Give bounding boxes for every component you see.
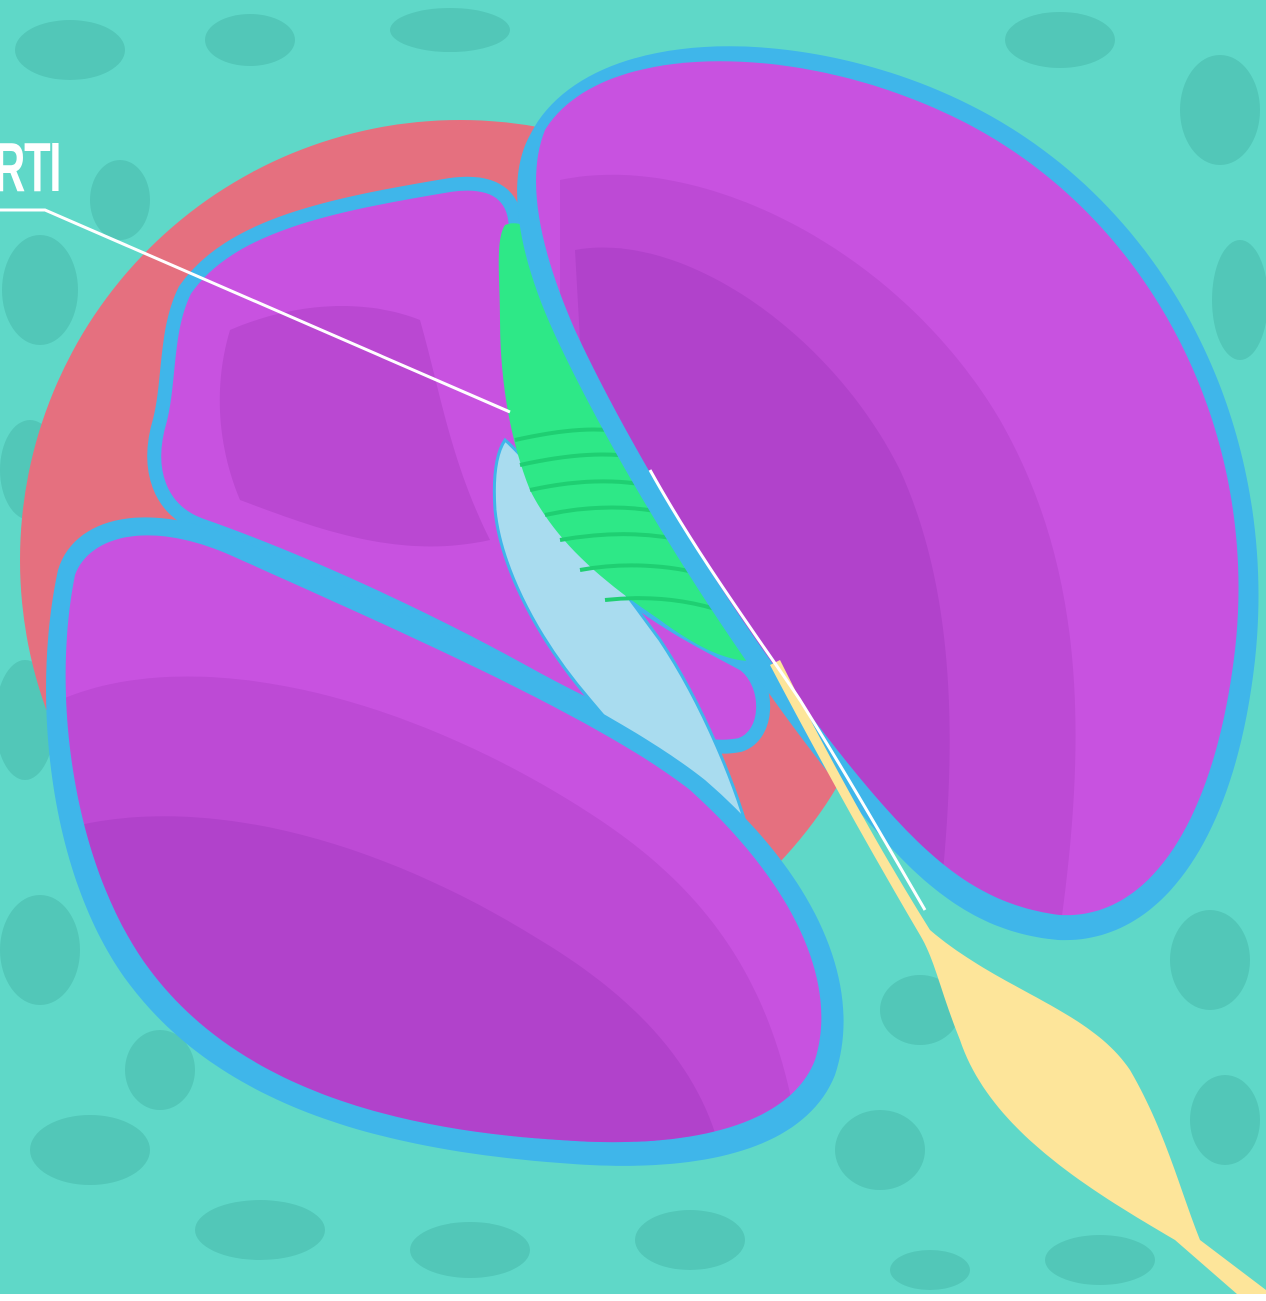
- bottom-strip: [0, 1294, 1266, 1301]
- structure-label: RTI: [0, 132, 60, 202]
